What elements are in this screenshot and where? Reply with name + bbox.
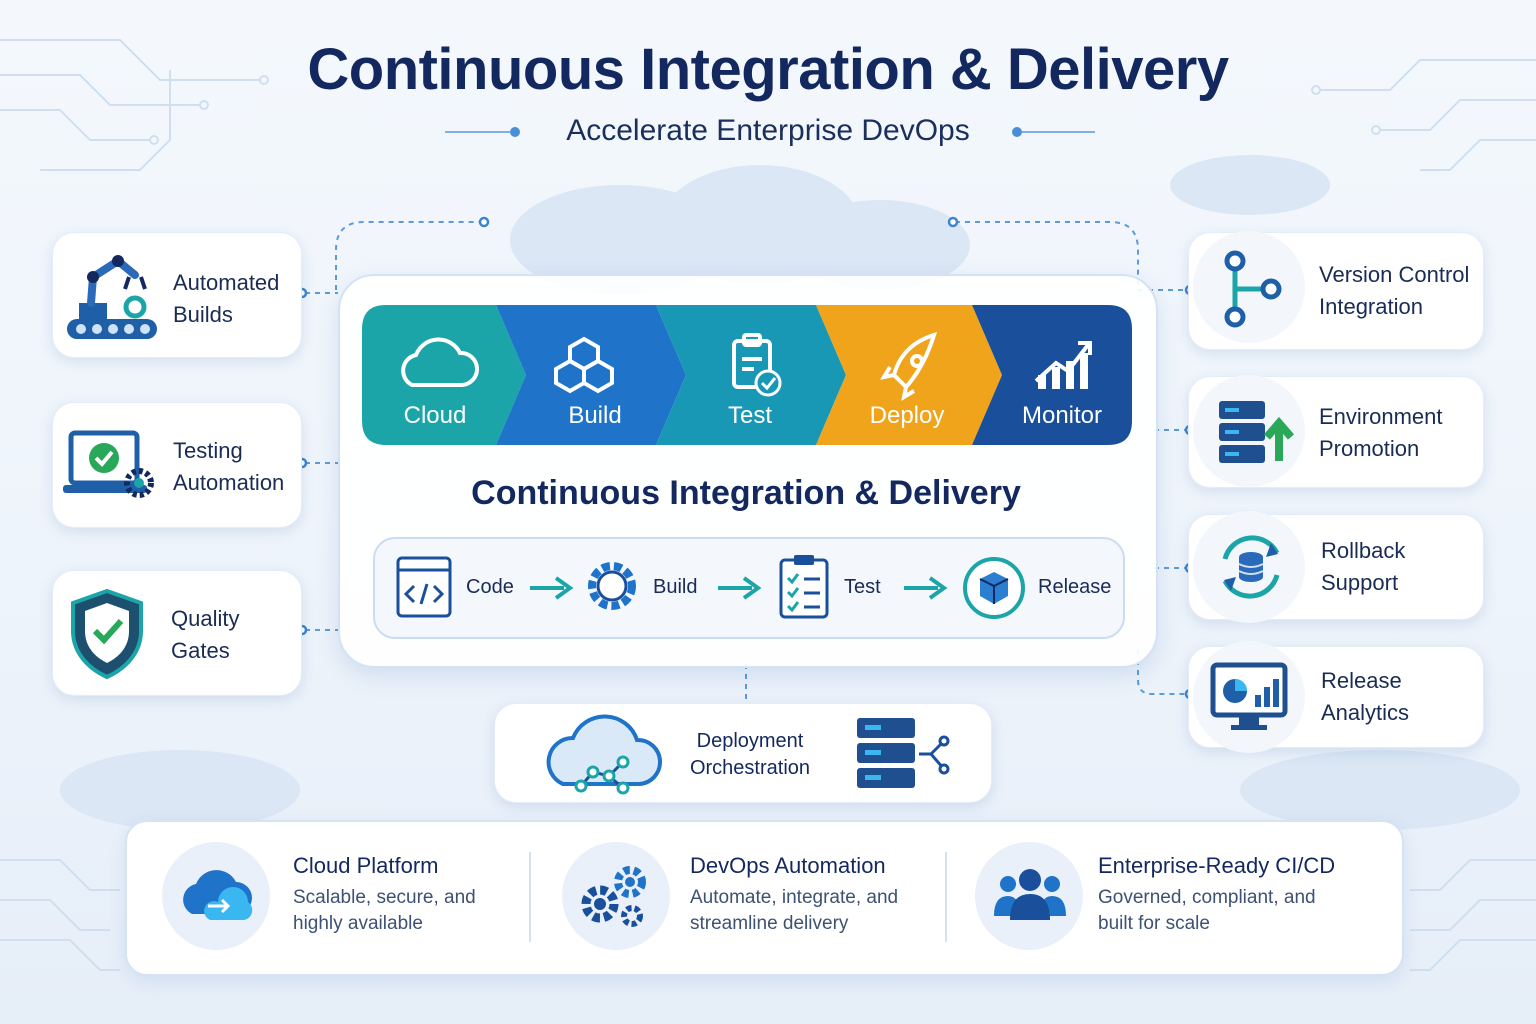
orchestration-label-line1: Deployment	[696, 730, 804, 752]
flow-label-code: Code	[466, 576, 514, 598]
feature-label-line1: Release	[1321, 668, 1402, 693]
cloud-icon	[401, 337, 479, 387]
benefit-desc-line1: Scalable, secure, and	[293, 887, 476, 908]
feature-label-line1: Automated	[173, 270, 280, 295]
feature-label-line1: Rollback	[1321, 538, 1406, 563]
arrow-right-icon	[530, 576, 574, 600]
gear-icon	[588, 562, 636, 610]
feature-card-release-analytics: Release Analytics	[1188, 641, 1484, 753]
cubes-icon	[554, 336, 614, 394]
feature-card-testing-automation: Testing Automation	[52, 402, 302, 528]
feature-label-line1: Environment	[1319, 404, 1443, 429]
server-network-icon	[857, 718, 950, 788]
feature-card-rollback-support: Rollback Support	[1188, 511, 1484, 623]
git-branch-icon	[1224, 250, 1282, 328]
orchestration-card: Deployment Orchestration	[494, 703, 992, 803]
arrow-right-icon	[718, 576, 762, 600]
feature-label-line2: Support	[1321, 570, 1399, 595]
feature-label-line2: Promotion	[1319, 436, 1420, 461]
flow-label-test: Test	[844, 576, 881, 598]
shield-check-icon	[71, 588, 143, 680]
benefit-title: Cloud Platform	[293, 853, 439, 878]
stage-shape-cloud	[362, 305, 526, 445]
stage-label-cloud: Cloud	[403, 402, 467, 429]
code-window-icon	[396, 556, 452, 618]
feature-card-quality-gates: Quality Gates	[52, 570, 302, 696]
feature-label-line2: Integration	[1319, 294, 1423, 319]
benefit-desc-line2: streamline delivery	[690, 913, 849, 934]
feature-label-line1: Version Control	[1319, 262, 1470, 287]
pipeline-title: Continuous Integration & Delivery	[471, 474, 1021, 512]
page-subtitle: Accelerate Enterprise DevOps	[566, 114, 970, 147]
pipeline-stage-bar	[362, 305, 1132, 445]
server-upload-icon	[1219, 401, 1295, 463]
orchestration-label-line2: Orchestration	[689, 757, 811, 779]
benefit-desc-line1: Governed, compliant, and	[1098, 887, 1316, 908]
feature-label-line2: Automation	[173, 470, 285, 495]
stage-label-build: Build	[568, 402, 622, 429]
rocket-icon	[879, 331, 938, 402]
feature-card-automated-builds: Automated Builds	[52, 232, 302, 358]
benefit-title: Enterprise-Ready CI/CD	[1098, 853, 1336, 878]
page-title: Continuous Integration & Delivery	[307, 37, 1229, 102]
benefit-desc-line2: built for scale	[1098, 913, 1210, 934]
monitor-chart-icon	[1210, 662, 1288, 730]
team-icon	[994, 869, 1066, 920]
feature-card-environment-promotion: Environment Promotion	[1188, 375, 1484, 488]
flow-label-build: Build	[653, 576, 698, 598]
feature-label-line2: Gates	[171, 638, 230, 663]
benefit-title: DevOps Automation	[690, 853, 886, 878]
arrow-right-icon	[904, 576, 948, 600]
benefit-desc-line2: highly available	[293, 913, 423, 934]
feature-label-line1: Quality	[171, 606, 240, 631]
feature-label-line1: Testing	[173, 438, 243, 463]
stage-shape-test	[656, 305, 846, 445]
stage-shape-deploy	[816, 305, 1002, 445]
stage-label-deploy: Deploy	[869, 402, 945, 429]
feature-label-line2: Analytics	[1321, 700, 1410, 725]
package-icon	[963, 557, 1025, 619]
feature-label-line2: Builds	[173, 302, 233, 327]
feature-card-version-control: Version Control Integration	[1188, 231, 1484, 350]
clipboard-check-icon	[732, 333, 772, 389]
divider	[945, 852, 947, 942]
stage-shape-build	[496, 305, 686, 445]
cloud-network-icon	[546, 714, 662, 795]
stage-label-test: Test	[727, 402, 772, 429]
benefits-box	[125, 820, 1404, 976]
chart-up-icon	[1034, 341, 1092, 383]
checklist-icon	[779, 555, 829, 619]
divider	[529, 852, 531, 942]
gears-icon	[581, 866, 646, 927]
benefit-desc-line1: Automate, integrate, and	[690, 887, 899, 908]
robot-arm-icon	[67, 255, 157, 339]
cloud-sync-icon	[183, 870, 253, 920]
flow-label-release: Release	[1038, 576, 1112, 598]
laptop-check-icon	[63, 430, 154, 498]
database-refresh-icon	[1222, 535, 1280, 599]
stage-label-monitor: Monitor	[1021, 402, 1103, 429]
